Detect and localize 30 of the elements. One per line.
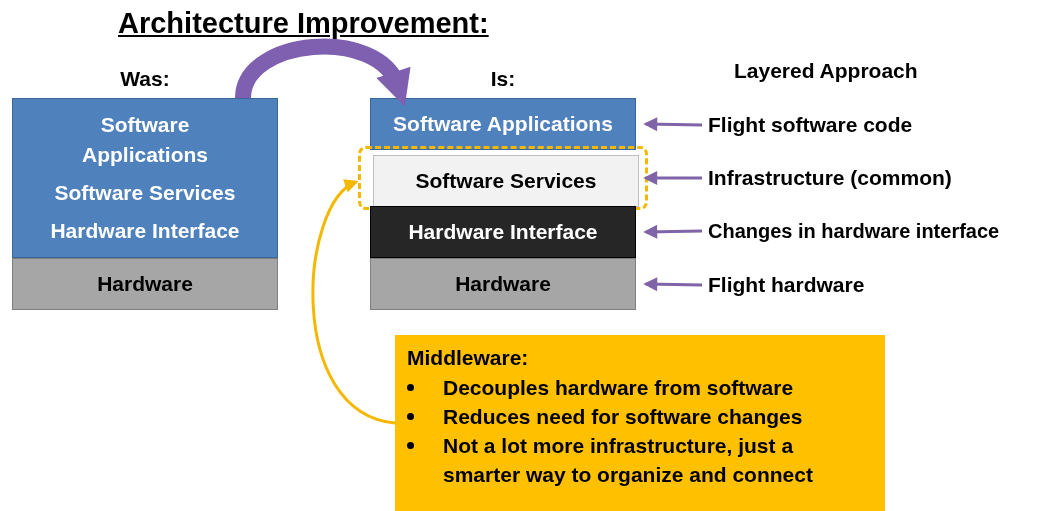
layer-label: Hardware Interface: [408, 219, 598, 245]
arrow: [643, 224, 703, 239]
layer-label: Hardware: [97, 271, 193, 297]
note-text: Changes in hardware interface: [708, 219, 1000, 244]
layer-box: [370, 258, 636, 310]
layer-box: [12, 258, 278, 310]
arrow: [643, 171, 702, 185]
heading-label: Was:: [119, 66, 171, 92]
title: Architecture Improvement:: [118, 6, 489, 41]
note-box: [395, 335, 885, 511]
layer-label: Software Applications: [393, 111, 613, 137]
layer-label: Software Services: [54, 180, 236, 206]
layer-label: Software Applications: [81, 112, 209, 168]
note-text: Infrastructure (common): [708, 165, 952, 191]
bullet-text: Decouples hardware from software: [443, 375, 794, 401]
curved-arrow: [311, 180, 396, 425]
layer-label: Software Services: [415, 168, 597, 194]
heading-label: Layered Approach: [734, 58, 918, 84]
note-text: Flight hardware: [708, 272, 865, 298]
arrow: [643, 277, 703, 292]
heading-label: Is:: [489, 66, 517, 92]
note-text: Flight software code: [708, 112, 913, 138]
layer-label: Hardware Interface: [50, 218, 240, 244]
bullet-text: Reduces need for software changes: [443, 404, 803, 430]
bullet-text: Not a lot more infrastructure, just a smarter way to organize and connect: [443, 433, 814, 488]
layer-label: Hardware: [455, 271, 551, 297]
arrow: [643, 117, 703, 132]
layer-box: [373, 155, 639, 207]
note-heading: Middleware:: [407, 345, 530, 371]
layer-box: [370, 206, 636, 258]
